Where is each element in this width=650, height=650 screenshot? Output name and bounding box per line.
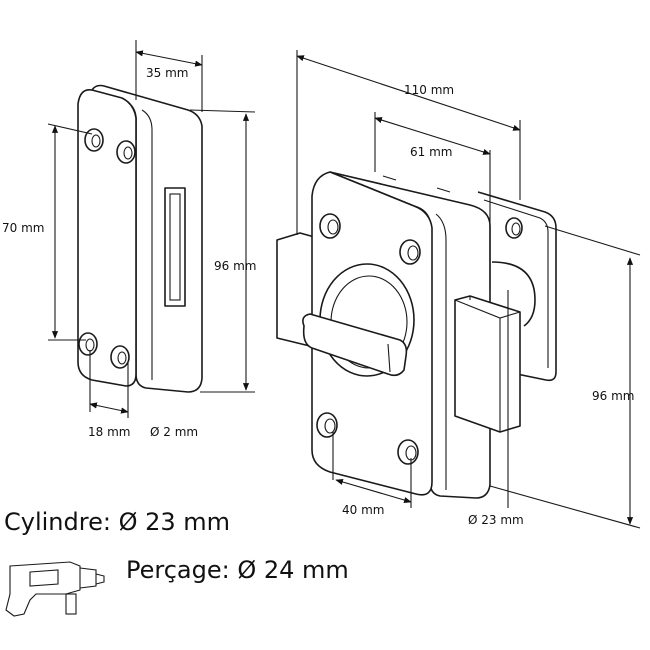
dim-keeper-hole-diameter: Ø 2 mm [150,425,198,439]
dim-cylinder-diameter: Ø 23 mm [468,513,524,527]
cylinder-spec: Cylindre: Ø 23 mm [4,508,231,536]
dim-keeper-height: 96 mm [214,259,256,273]
drill-icon [5,561,105,617]
thumb-turn-knob [302,263,415,377]
keeper-screw-holes [78,128,136,369]
lock-screw-holes [316,213,421,465]
drilling-spec: Perçage: Ø 24 mm [126,556,349,584]
keeper-dimension-lines [47,40,256,418]
keeper-drawing [77,84,203,393]
dim-lock-total-width: 110 mm [404,83,454,97]
dim-keeper-hole-vertical: 70 mm [2,221,44,235]
dim-keeper-width: 35 mm [146,66,188,80]
dim-keeper-hole-horizontal: 18 mm [88,425,130,439]
lock-dimension-lines [296,50,641,529]
dim-lock-height: 96 mm [592,389,634,403]
dim-lock-body-width: 61 mm [410,145,452,159]
lock-drawing [276,171,557,499]
dim-lock-hole-spacing: 40 mm [342,503,384,517]
